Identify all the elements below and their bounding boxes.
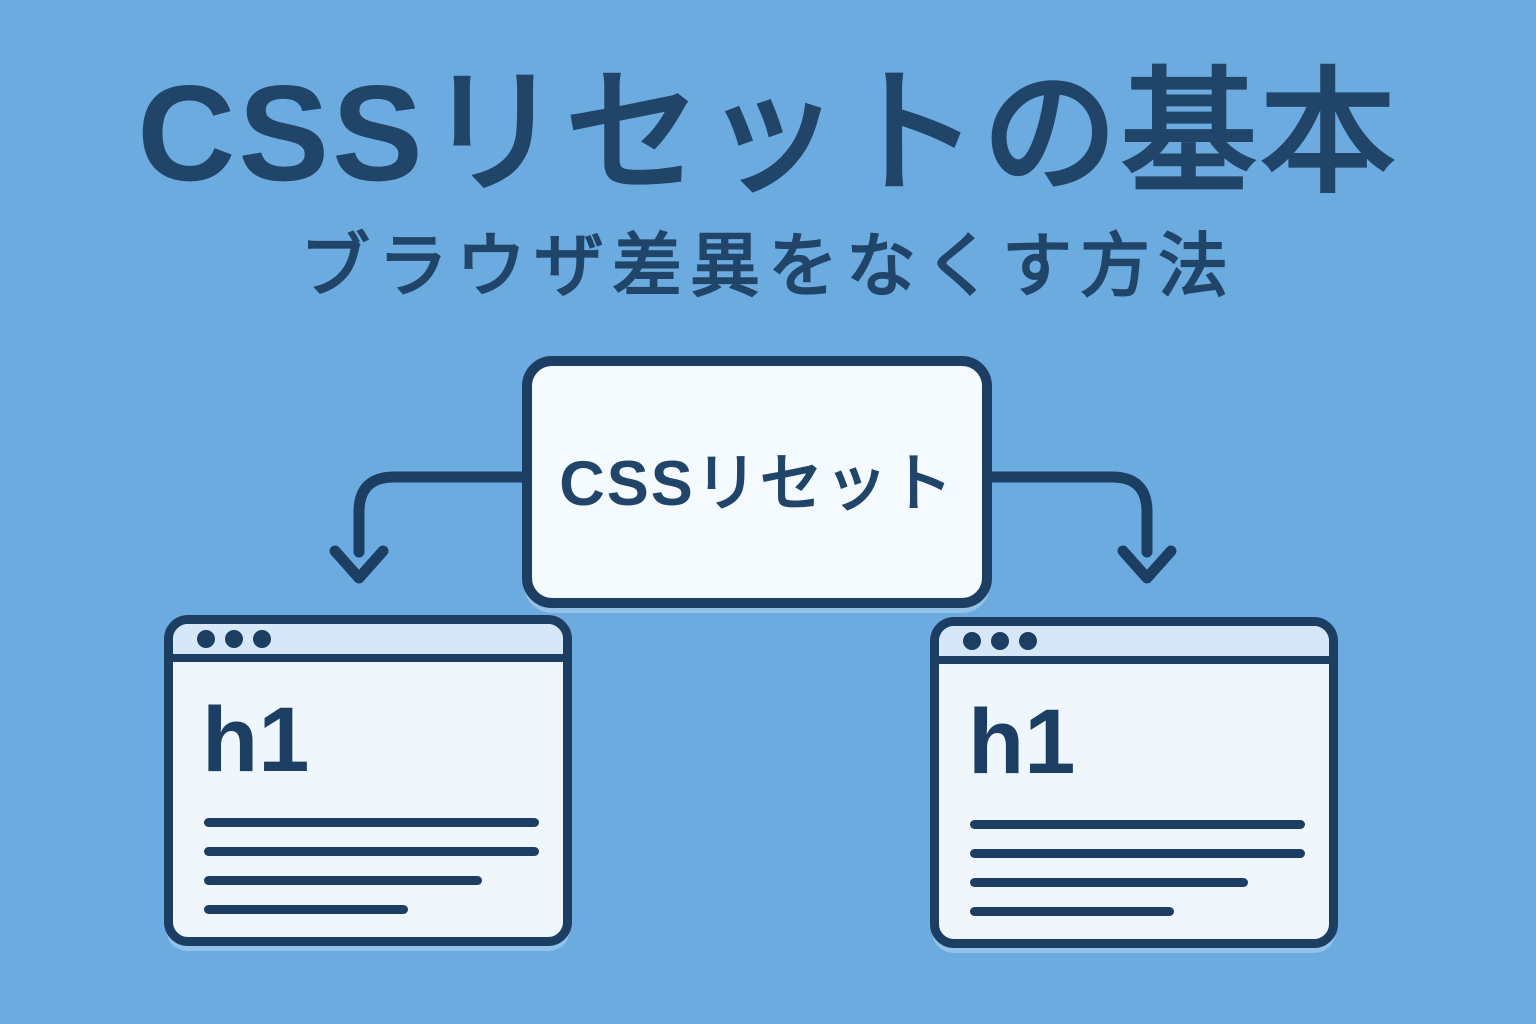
right-arrow-line bbox=[976, 471, 1153, 558]
page-subtitle: ブラウザ差異をなくす方法 bbox=[300, 227, 1236, 305]
window-dot-icon bbox=[197, 630, 215, 648]
window-dot-icon bbox=[991, 632, 1009, 650]
h1-heading: h1 bbox=[968, 691, 1076, 793]
text-line bbox=[970, 820, 1305, 829]
page-title: CSSリセットの基本 bbox=[137, 57, 1399, 209]
browser-content: h1 bbox=[173, 662, 563, 914]
text-line bbox=[204, 905, 409, 914]
window-dot-icon bbox=[253, 630, 271, 648]
browser-window-right: h1 bbox=[930, 617, 1338, 948]
h1-heading: h1 bbox=[202, 689, 310, 791]
browser-titlebar bbox=[939, 626, 1329, 664]
css-reset-node-label: CSSリセット bbox=[559, 448, 955, 519]
left-arrowhead-icon bbox=[329, 545, 389, 584]
window-dot-icon bbox=[225, 630, 243, 648]
text-line bbox=[204, 847, 539, 856]
left-arrow bbox=[329, 471, 538, 584]
text-line bbox=[204, 818, 539, 827]
browser-titlebar bbox=[173, 624, 563, 662]
window-dot-icon bbox=[963, 632, 981, 650]
left-arrow-line bbox=[353, 471, 538, 558]
window-dot-icon bbox=[1019, 632, 1037, 650]
right-arrowhead-icon bbox=[1117, 545, 1177, 584]
browser-content: h1 bbox=[939, 664, 1329, 916]
text-line bbox=[970, 849, 1305, 858]
browser-window-left: h1 bbox=[164, 615, 572, 946]
text-line bbox=[970, 907, 1175, 916]
right-arrow bbox=[976, 471, 1177, 584]
text-line bbox=[970, 878, 1249, 887]
css-reset-node: CSSリセット bbox=[522, 356, 992, 608]
text-line bbox=[204, 876, 483, 885]
